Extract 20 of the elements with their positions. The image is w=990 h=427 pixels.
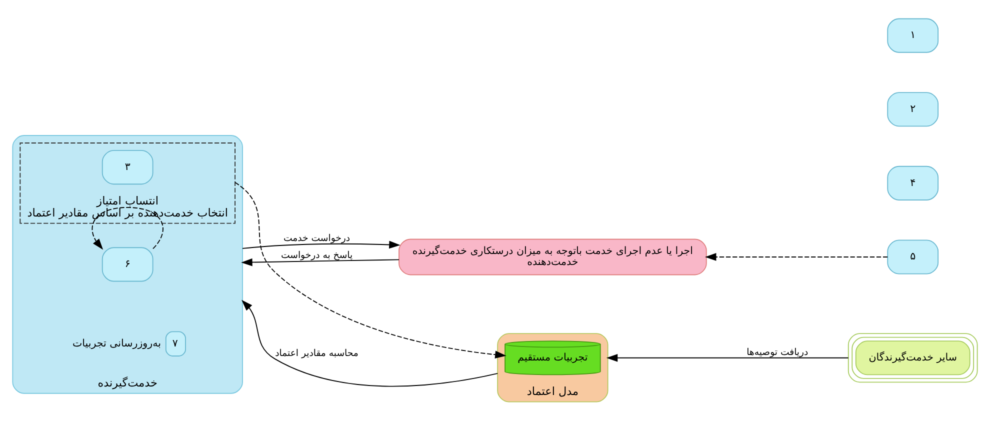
node-box: ۴ xyxy=(887,165,939,200)
node-box: ۲ xyxy=(887,92,939,126)
node-box: سایر خدمت‌گیرندگان xyxy=(848,332,978,382)
node-box: ۵ xyxy=(887,239,939,274)
arrow xyxy=(704,252,888,260)
node-box: ۱ xyxy=(887,18,939,52)
arrow xyxy=(242,240,400,248)
arrow xyxy=(241,258,400,266)
edge-label: دریافت توصیه‌ها xyxy=(746,346,808,358)
arrow xyxy=(92,206,164,250)
arrow xyxy=(606,353,849,362)
arrow xyxy=(242,299,498,386)
node-label: به‌روزرسانی تجربیات xyxy=(72,336,161,349)
edge-label: درخواست خدمت xyxy=(283,232,350,244)
node-box: ۶ xyxy=(102,246,154,282)
edge-label: محاسبه مقادیر اعتماد xyxy=(275,348,358,359)
edge-label: پاسخ به درخواست xyxy=(280,249,353,260)
node-box: ۳ xyxy=(102,150,154,184)
node-box: اجرا یا عدم اجرای خدمت باتوجه به میزان درستکاری خدمت‌گیرنده خدمت‌دهنده xyxy=(398,238,707,275)
arrow xyxy=(234,181,506,358)
